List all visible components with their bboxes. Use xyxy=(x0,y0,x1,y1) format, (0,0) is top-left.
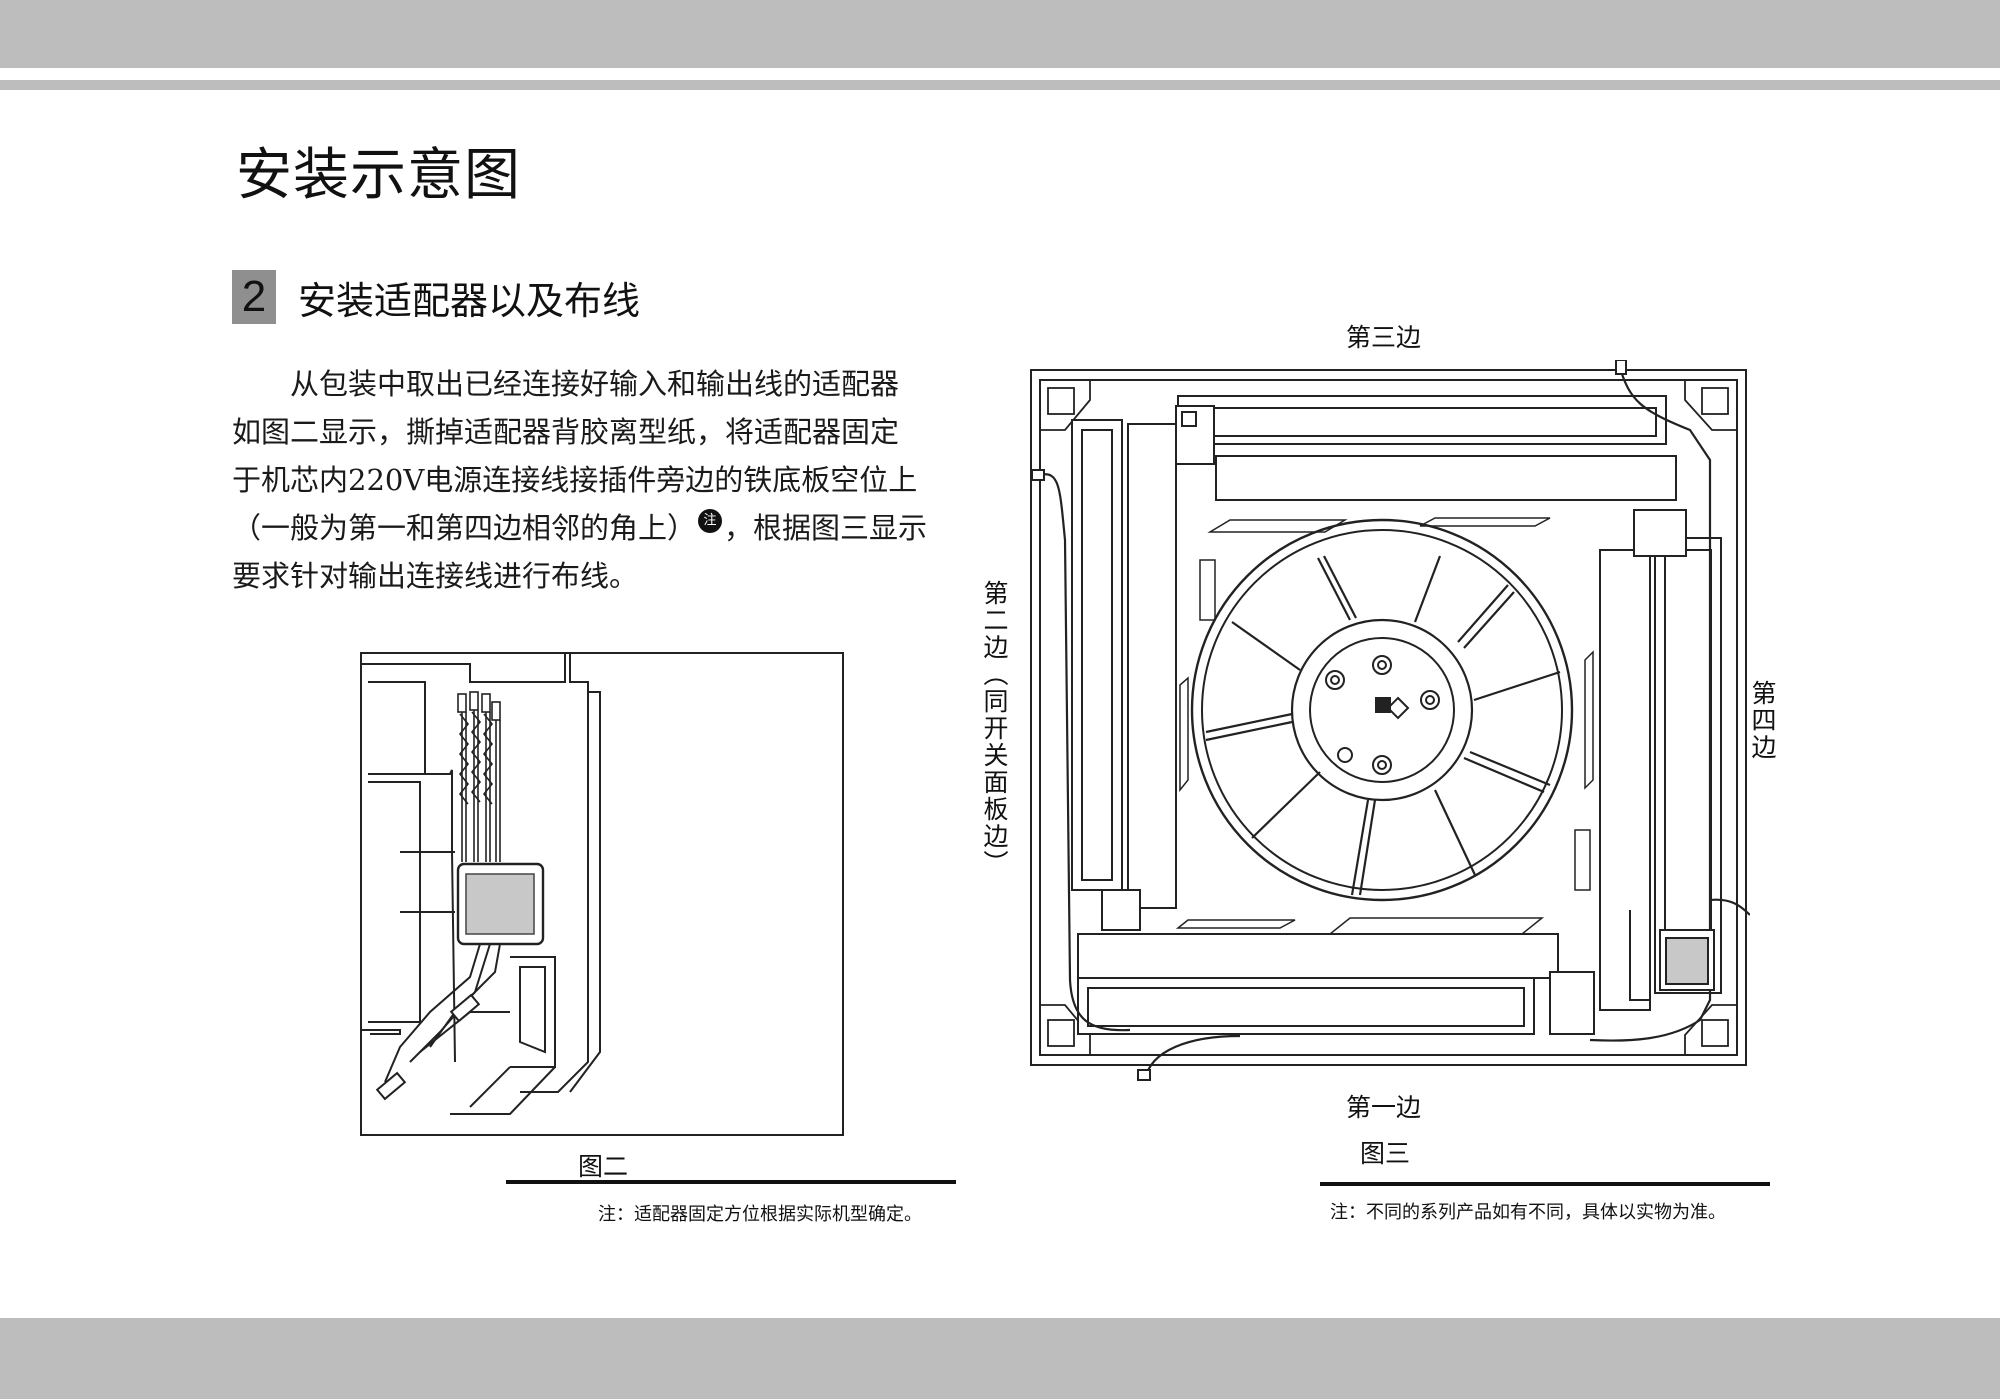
figure-3-note: 注：不同的系列产品如有不同，具体以实物为准。 xyxy=(1330,1202,1726,1223)
label-fourth-side: 第四边 xyxy=(1748,680,1777,761)
paragraph-line: 从包装中取出已经连接好输入和输出线的适配器 xyxy=(290,367,900,401)
paragraph-line: 要求针对输出连接线进行布线。 xyxy=(232,559,639,593)
page-title: 安装示意图 xyxy=(236,143,521,208)
paragraph-line: 如图二显示，撕掉适配器背胶离型纸，将适配器固定 xyxy=(232,415,900,449)
paragraph-segment: ，根据图三显示 xyxy=(724,511,928,545)
step-number-badge: 2 xyxy=(232,270,276,324)
figure-3-caption-rule xyxy=(1320,1182,1770,1186)
paragraph-line: （一般为第一和第四边相邻的角上）注，根据图三显示 xyxy=(232,504,962,552)
figure-3-caption: 图三 xyxy=(1360,1139,1411,1168)
figure-2-caption-rule xyxy=(506,1180,956,1184)
paragraph-segment: （一般为第一和第四边相邻的角上） xyxy=(232,511,697,545)
bottom-band xyxy=(0,1318,2000,1399)
label-third-side: 第三边 xyxy=(1346,323,1422,352)
figure-2-note: 注：适配器固定方位根据实际机型确定。 xyxy=(598,1204,922,1225)
fan-assembly xyxy=(1190,518,1574,902)
figure-2-adapter-illustration xyxy=(360,652,844,1136)
instruction-paragraph: 从包装中取出已经连接好输入和输出线的适配器 如图二显示，撕掉适配器背胶离型纸，将… xyxy=(232,360,962,600)
figure-3-unit-top-view xyxy=(1030,360,1750,1081)
top-band xyxy=(0,0,2000,68)
top-band-line xyxy=(0,80,2000,90)
label-first-side: 第一边 xyxy=(1346,1093,1422,1122)
figure-2-caption: 图二 xyxy=(578,1152,629,1181)
paragraph-line: 于机芯内220V电源连接线接插件旁边的铁底板空位上 xyxy=(232,463,918,497)
section-title: 安装适配器以及布线 xyxy=(298,279,641,323)
note-marker-icon: 注 xyxy=(698,509,723,533)
label-second-side: 第二边（同开关面板边） xyxy=(980,580,1009,877)
